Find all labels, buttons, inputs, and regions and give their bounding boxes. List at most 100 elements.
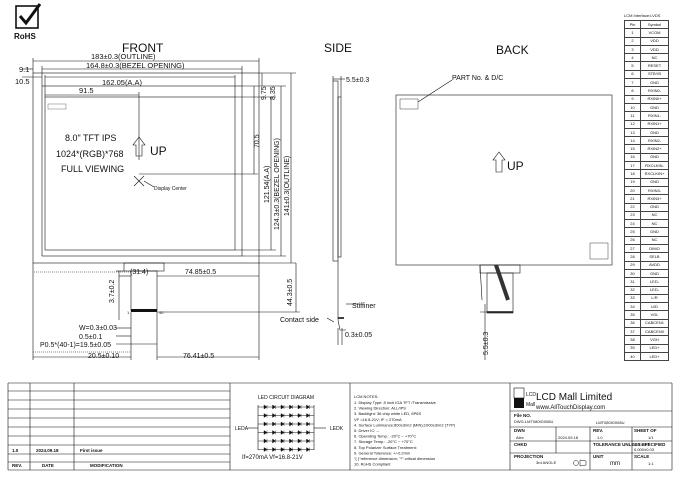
unit-label: UNIT — [593, 454, 604, 459]
pin-symbol: NC — [640, 210, 669, 221]
pin-symbol: VCOM — [640, 28, 669, 38]
pin-symbol: CABCEN1 — [640, 318, 669, 329]
led-diode-icon — [289, 447, 293, 452]
pin-symbol: STBYB — [640, 69, 669, 80]
note-line: 3. Backlight: 36 chip white LED, 6P6S — [354, 411, 421, 416]
front-bezel — [41, 85, 243, 257]
rev-header-rev: REV. — [12, 463, 22, 468]
led-diode-icon — [306, 438, 310, 444]
logo-bottom: Mall — [526, 402, 535, 408]
note-line: 7. Storage Temp.: -20°C ~ +70°C — [354, 439, 413, 444]
pin-number: 38 — [624, 335, 641, 345]
front-active-area — [44, 96, 236, 251]
note-line: "( )"reference dimension; "*" critical d… — [354, 456, 435, 461]
scale-value: 1:1 — [648, 461, 654, 466]
bottom-labels: 1.0 2024.09.18 First issue REV. DATE MOD… — [12, 392, 666, 468]
note-line: 4. Surface Luminance:800cd/m2 (MIN);1000… — [354, 422, 456, 427]
dim-76-41: 76.41±0.5 — [183, 353, 214, 360]
rev-label: REV. — [593, 428, 603, 433]
led-diode-icon — [289, 421, 293, 427]
pin-symbol: RXIN2- — [640, 136, 669, 146]
pin-number: 29 — [624, 260, 641, 270]
pin-number: 34 — [624, 302, 641, 312]
led-diode-icon — [280, 430, 285, 435]
dim-aa-width: 162.05(A.A) — [102, 78, 143, 87]
led-diode-icon — [263, 404, 268, 410]
side-body — [332, 80, 339, 262]
rev-header-date: DATE — [42, 463, 54, 468]
dim-aa-height: 121.54(A.A) — [264, 166, 271, 203]
pin-pitch-label: 0.5±0.1 — [79, 334, 102, 341]
led-diode-icon — [280, 438, 285, 444]
led-diode-icon — [272, 413, 276, 418]
pin-header-pin: Pin — [624, 19, 641, 30]
model-value: LMT080IG008U — [596, 420, 625, 425]
pin-number: 16 — [624, 152, 641, 163]
pin-symbol: L/R — [640, 293, 669, 304]
pin-symbol: RXIN3- — [640, 185, 669, 196]
chkd-label: CHKD — [514, 442, 528, 447]
pin-number: 14 — [624, 136, 641, 146]
led-diode-icon — [289, 404, 293, 410]
note-line: 8. Top Polarizer Surface Treatment: — [354, 445, 417, 450]
led-diode-icon — [306, 404, 310, 410]
led-diode-icon — [280, 413, 285, 418]
dim-91-5: 91.5 — [79, 86, 94, 95]
led-k-label: LEDK — [330, 426, 344, 432]
led-diode-icon — [263, 438, 268, 444]
unit-value: mm — [610, 461, 620, 467]
pin-number: 4 — [624, 53, 641, 63]
sheet-label: SHEET OF — [634, 428, 657, 433]
pin-number: 24 — [624, 219, 641, 229]
pin-symbol: RXCLKIN+ — [640, 169, 669, 179]
fpc-pin-1: 1 — [127, 310, 130, 315]
note-line: 5. Driver IC: -- — [354, 428, 380, 433]
pin-number: 18 — [624, 169, 641, 179]
back-view — [395, 79, 613, 360]
pin-number: 12 — [624, 119, 641, 129]
led-diode-icon — [272, 404, 276, 410]
led-diode-icon — [297, 404, 302, 410]
pin-symbol: RESET — [640, 61, 669, 71]
panel-text-line2: 1024*(RGB)*768 — [56, 149, 124, 159]
pin-number: 6 — [624, 69, 641, 80]
led-rows — [258, 404, 314, 452]
led-diode-icon — [272, 421, 276, 427]
pin-number: 23 — [624, 210, 641, 221]
pin-symbol: GND — [640, 202, 669, 212]
rev-row1-date: 2024.09.18 — [36, 448, 59, 453]
dim-3-7: 3.7±0.2 — [109, 280, 116, 303]
note-line: 2. Viewing Direction: ALL/IPS — [354, 406, 406, 411]
pin-symbol: VGH — [640, 335, 669, 345]
back-up-arrow-icon — [492, 151, 506, 173]
pin-symbol: GND — [640, 102, 669, 113]
pin-symbol: DIMO — [640, 243, 669, 254]
stiffener-label: Stiffiner — [352, 303, 376, 310]
pin-symbol: U/D — [640, 302, 669, 312]
led-diode-icon — [289, 438, 293, 444]
dwn-label: DWN — [514, 428, 525, 433]
dim-side-thickness: 5.5±0.3 — [346, 77, 369, 84]
display-center-label: Display Center — [154, 186, 187, 192]
part-no-label: PART No. & D/C — [452, 75, 503, 82]
pin-number: 10 — [624, 102, 641, 113]
